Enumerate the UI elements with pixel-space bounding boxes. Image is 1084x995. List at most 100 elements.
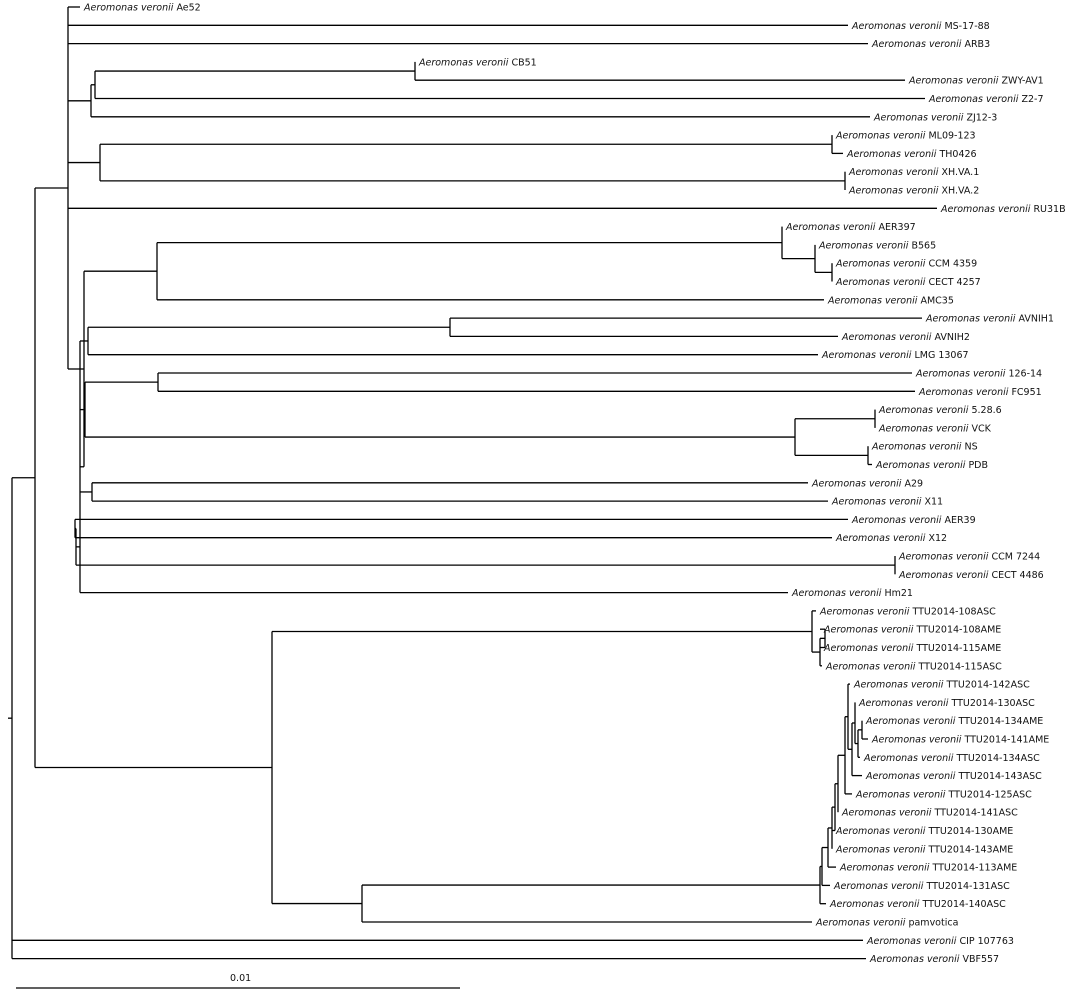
taxon-species: Aeromonas veronii	[853, 680, 944, 691]
taxon-strain: AMC35	[917, 295, 953, 306]
taxon-strain: TTU2014-140ASC	[919, 899, 1006, 910]
taxon-strain: TTU2014-108ASC	[909, 606, 996, 617]
taxon-species: Aeromonas veronii	[833, 881, 924, 892]
taxon-label: Aeromonas veronii 126-14	[915, 369, 1042, 380]
taxon-strain: MS-17-88	[941, 21, 989, 32]
taxon-label: Aeromonas veronii LMG 13067	[821, 350, 969, 361]
taxon-label: Aeromonas veronii XH.VA.1	[848, 167, 979, 178]
taxon-strain: pamvotica	[905, 918, 958, 929]
taxon-species: Aeromonas veronii	[827, 295, 918, 306]
taxon-strain: CECT 4486	[988, 570, 1043, 581]
taxon-species: Aeromonas veronii	[835, 131, 926, 142]
taxon-label: Aeromonas veronii ML09-123	[835, 131, 976, 142]
taxon-label: Aeromonas veronii pamvotica	[815, 918, 958, 929]
taxon-strain: TTU2014-142ASC	[943, 680, 1030, 691]
taxon-species: Aeromonas veronii	[835, 259, 926, 270]
taxon-species: Aeromonas veronii	[835, 533, 926, 544]
taxon-species: Aeromonas veronii	[418, 57, 509, 68]
taxon-strain: A29	[901, 478, 923, 489]
taxon-species: Aeromonas veronii	[915, 369, 1006, 380]
taxon-strain: AVNIH2	[931, 332, 970, 343]
taxon-strain: Ae52	[173, 3, 200, 14]
taxon-species: Aeromonas veronii	[818, 240, 909, 251]
taxon-species: Aeromonas veronii	[811, 478, 902, 489]
taxon-species: Aeromonas veronii	[831, 497, 922, 508]
taxon-species: Aeromonas veronii	[875, 460, 966, 471]
taxon-strain: AVNIH1	[1015, 314, 1054, 325]
taxon-label: Aeromonas veronii MS-17-88	[851, 21, 990, 32]
taxon-strain: 5.28.6	[968, 405, 1001, 416]
taxon-strain: 126-14	[1005, 369, 1042, 380]
taxon-label: Aeromonas veronii TTU2014-140ASC	[829, 899, 1006, 910]
taxon-strain: TTU2014-131ASC	[923, 881, 1010, 892]
taxon-strain: TTU2014-143ASC	[955, 771, 1042, 782]
taxon-species: Aeromonas veronii	[851, 515, 942, 526]
taxon-label: Aeromonas veronii TTU2014-131ASC	[833, 881, 1010, 892]
taxon-label: Aeromonas veronii TTU2014-115AME	[823, 643, 1001, 654]
taxon-species: Aeromonas veronii	[835, 826, 926, 837]
taxon-label: Aeromonas veronii X12	[835, 533, 947, 544]
taxon-label: Aeromonas veronii TTU2014-134ASC	[863, 753, 1040, 764]
taxon-species: Aeromonas veronii	[848, 167, 939, 178]
taxon-label: Aeromonas veronii VBF557	[869, 954, 999, 965]
taxon-species: Aeromonas veronii	[848, 186, 939, 197]
taxon-strain: PDB	[965, 460, 988, 471]
taxon-label: Aeromonas veronii B565	[818, 240, 936, 251]
taxon-species: Aeromonas veronii	[878, 405, 969, 416]
taxon-strain: CIP 107763	[956, 936, 1013, 947]
taxon-strain: TTU2014-115ASC	[915, 661, 1002, 672]
taxon-label: Aeromonas veronii TTU2014-141ASC	[841, 808, 1018, 819]
taxon-label: Aeromonas veronii CCM 7244	[898, 552, 1040, 563]
taxon-strain: CCM 7244	[988, 552, 1040, 563]
taxon-label: Aeromonas veronii CECT 4486	[898, 570, 1044, 581]
taxon-label: Aeromonas veronii TTU2014-108ASC	[819, 606, 996, 617]
taxon-label: Aeromonas veronii TTU2014-143AME	[835, 844, 1013, 855]
taxon-strain: TTU2014-108AME	[913, 625, 1001, 636]
taxon-label: Aeromonas veronii Ae52	[83, 3, 201, 14]
taxon-label: Aeromonas veronii FC951	[918, 387, 1042, 398]
taxon-label: Aeromonas veronii AER397	[785, 222, 916, 233]
taxon-label: Aeromonas veronii AVNIH1	[925, 314, 1054, 325]
taxon-strain: X12	[925, 533, 947, 544]
taxon-species: Aeromonas veronii	[871, 39, 962, 50]
taxon-label: Aeromonas veronii CCM 4359	[835, 259, 977, 270]
taxon-species: Aeromonas veronii	[873, 112, 964, 123]
taxon-label: Aeromonas veronii TH0426	[846, 149, 977, 160]
taxon-species: Aeromonas veronii	[83, 3, 174, 14]
taxon-species: Aeromonas veronii	[871, 735, 962, 746]
taxon-species: Aeromonas veronii	[908, 76, 999, 87]
taxon-species: Aeromonas veronii	[865, 716, 956, 727]
taxon-strain: TTU2014-125ASC	[945, 789, 1032, 800]
taxon-strain: TTU2014-143AME	[925, 844, 1013, 855]
taxon-species: Aeromonas veronii	[841, 808, 932, 819]
taxon-label: Aeromonas veronii TTU2014-125ASC	[855, 789, 1032, 800]
taxon-strain: X11	[921, 497, 943, 508]
taxon-species: Aeromonas veronii	[791, 588, 882, 599]
taxon-strain: CECT 4257	[925, 277, 980, 288]
taxon-strain: Hm21	[881, 588, 913, 599]
taxon-label: Aeromonas veronii Z2-7	[928, 94, 1043, 105]
taxon-label: Aeromonas veronii TTU2014-115ASC	[825, 661, 1002, 672]
taxon-species: Aeromonas veronii	[823, 625, 914, 636]
taxon-strain: B565	[908, 240, 936, 251]
taxon-strain: TTU2014-141ASC	[931, 808, 1018, 819]
taxon-label: Aeromonas veronii ZWY-AV1	[908, 76, 1044, 87]
taxon-species: Aeromonas veronii	[815, 918, 906, 929]
taxon-strain: ARB3	[961, 39, 990, 50]
taxon-strain: ZJ12-3	[963, 112, 997, 123]
taxon-label: Aeromonas veronii 5.28.6	[878, 405, 1002, 416]
taxon-strain: TTU2014-141AME	[961, 735, 1049, 746]
taxon-strain: AER39	[941, 515, 975, 526]
taxon-label: Aeromonas veronii XH.VA.2	[848, 186, 979, 197]
taxon-species: Aeromonas veronii	[825, 661, 916, 672]
taxon-strain: CCM 4359	[925, 259, 977, 270]
scale-bar: 0.01	[16, 973, 460, 989]
taxon-strain: VCK	[968, 423, 991, 434]
taxon-label: Aeromonas veronii TTU2014-134AME	[865, 716, 1043, 727]
taxon-label: Aeromonas veronii PDB	[875, 460, 988, 471]
taxon-species: Aeromonas veronii	[858, 698, 949, 709]
taxon-label: Aeromonas veronii X11	[831, 497, 943, 508]
taxon-species: Aeromonas veronii	[841, 332, 932, 343]
tree-branches	[8, 6, 937, 960]
taxon-species: Aeromonas veronii	[785, 222, 876, 233]
